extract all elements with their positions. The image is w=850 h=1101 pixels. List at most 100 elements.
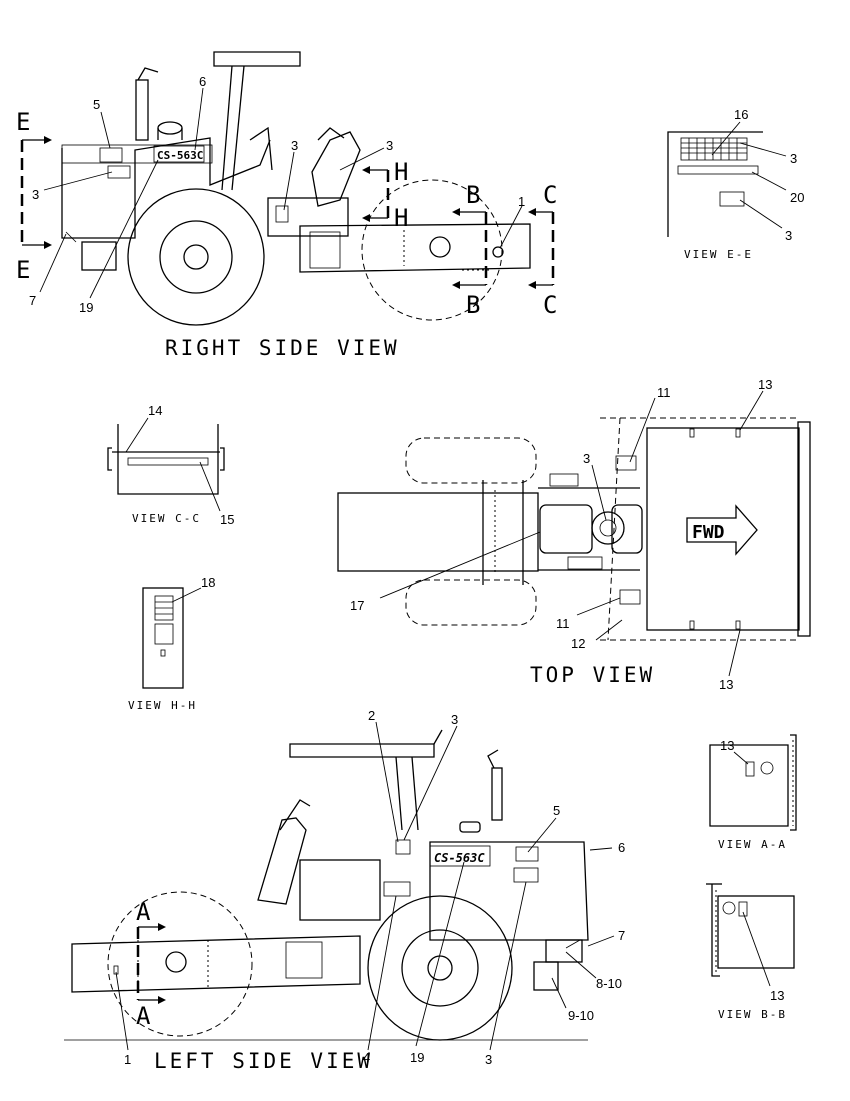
view-a-a: 13 VIEW A-A [709, 734, 797, 851]
decal-3-right [107, 165, 131, 179]
engine-hood-left [429, 841, 589, 941]
engine-frame-top [337, 492, 539, 572]
callout-7: 7 [29, 293, 36, 308]
callout-3: 3 [451, 712, 458, 727]
section-letter-c-bottom: C [543, 291, 557, 319]
decal-3-left [513, 867, 539, 883]
rops-canopy [213, 51, 301, 67]
decal-15 [127, 457, 209, 466]
decal-20 [677, 165, 759, 175]
fwd-label: FWD [692, 522, 725, 543]
drum-top [646, 427, 800, 631]
model-decal-text-right: CS-563C [157, 149, 203, 162]
model-decal-left [429, 845, 491, 867]
callout-17: 17 [350, 598, 364, 613]
callout-19: 19 [410, 1050, 424, 1065]
decal-13-view-b [738, 901, 748, 917]
callout-3: 3 [485, 1052, 492, 1067]
callout-3: 3 [583, 451, 590, 466]
section-letter-a-top: A [136, 898, 151, 926]
view-c-c-title: VIEW C-C [132, 512, 201, 525]
decal-1-right [492, 246, 504, 258]
front-drum-right [361, 179, 503, 321]
left-side-view-title: LEFT SIDE VIEW [154, 1049, 373, 1073]
callout-3: 3 [291, 138, 298, 153]
view-h-panel [142, 587, 184, 689]
callout-3: 3 [785, 228, 792, 243]
section-letter-b-bottom: B [466, 291, 480, 319]
view-c-c: 14 15 VIEW C-C [107, 403, 234, 527]
view-b-b: 13 VIEW B-B [706, 883, 795, 1021]
callout-11: 11 [657, 385, 671, 400]
right-side-view-title: RIGHT SIDE VIEW [165, 336, 400, 360]
rear-tire-top-upper [405, 437, 537, 484]
callout-14: 14 [148, 403, 162, 418]
engine-hood [61, 137, 271, 239]
steering-wheel-top [591, 511, 625, 545]
callout-19: 19 [79, 300, 93, 315]
top-view-title: TOP VIEW [530, 663, 655, 687]
right-side-view: CS-563C [16, 51, 557, 360]
drum-frame-right [299, 223, 531, 273]
callout-6: 6 [199, 74, 206, 89]
left-side-view: CS-563C A A [64, 708, 625, 1073]
decal-3-center-right [275, 205, 289, 223]
decal-13-view-a [745, 761, 755, 777]
operator-platform-top [539, 504, 593, 554]
grille-decal-16 [680, 137, 748, 161]
section-letter-h-top: H [394, 158, 408, 186]
callout-13: 13 [720, 738, 734, 753]
exhaust-stack [135, 79, 149, 141]
callout-12: 12 [571, 636, 585, 651]
callout-15: 15 [220, 512, 234, 527]
section-letter-e-top: E [16, 108, 30, 136]
view-b-b-title: VIEW B-B [718, 1008, 787, 1021]
top-view: FWD 11 13 3 17 11 12 13 TOP VIEW [337, 377, 811, 692]
view-e-e-title: VIEW E-E [684, 248, 753, 261]
decal-3-top [599, 519, 617, 537]
callout-20: 20 [790, 190, 804, 205]
decal-4-left [383, 881, 411, 897]
drum-end-plate [797, 421, 811, 637]
callout-2: 2 [368, 708, 375, 723]
operator-seat-left [257, 817, 307, 905]
section-letter-c-top: C [543, 181, 557, 209]
callout-3: 3 [32, 187, 39, 202]
callout-6: 6 [618, 840, 625, 855]
section-letter-a-bottom: A [136, 1002, 151, 1030]
drum-frame-left [71, 935, 361, 993]
view-h-h-title: VIEW H-H [128, 699, 197, 712]
hood-top-panel [61, 144, 213, 164]
model-decal-right [153, 145, 205, 163]
decal-3-view-e [719, 191, 745, 207]
callout-1: 1 [518, 194, 525, 209]
exhaust-left [491, 767, 503, 821]
callout-5: 5 [93, 97, 100, 112]
decal-13-lower [735, 620, 741, 630]
callout-3: 3 [386, 138, 393, 153]
view-b-panel [717, 895, 795, 969]
callout-13: 13 [758, 377, 772, 392]
operator-seat [311, 131, 361, 207]
decal-11-lower [619, 589, 641, 605]
fwd-arrow-decal [686, 504, 758, 556]
callout-3: 3 [790, 151, 797, 166]
model-decal-text-left: CS-563C [434, 851, 485, 865]
view-e-e: 16 3 20 3 VIEW E-E [667, 107, 804, 261]
decal-7-right [65, 231, 77, 243]
decal-5-left [515, 846, 539, 862]
callout-8-10: 8-10 [596, 976, 622, 991]
decal-2-left [395, 839, 411, 855]
callout-16: 16 [734, 107, 748, 122]
platform-left [299, 859, 381, 921]
callout-18: 18 [201, 575, 215, 590]
view-a-a-title: VIEW A-A [718, 838, 787, 851]
callout-5: 5 [553, 803, 560, 818]
center-frame [267, 197, 349, 237]
rear-tire-left [367, 895, 513, 1041]
callout-11: 11 [556, 616, 570, 631]
callout-13: 13 [719, 677, 733, 692]
rear-tire-top-lower [405, 579, 537, 626]
section-letter-b-top: B [466, 181, 480, 209]
callout-1: 1 [124, 1052, 131, 1067]
